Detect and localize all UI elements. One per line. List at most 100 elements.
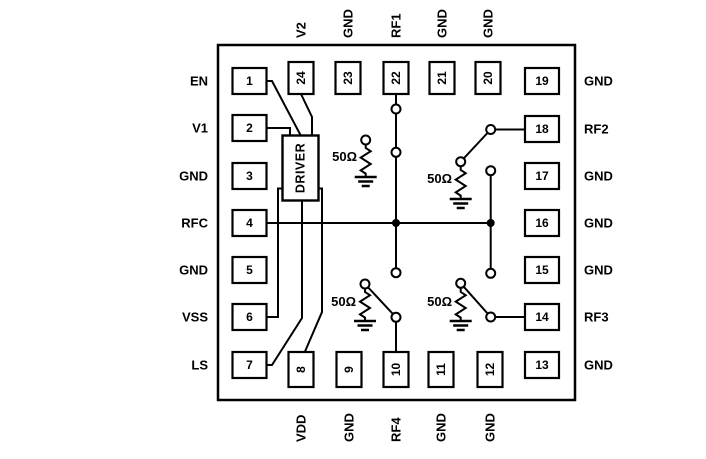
pin-label-gnd-13: GND bbox=[584, 358, 613, 373]
driver-box bbox=[281, 134, 320, 202]
pin-21-box bbox=[428, 60, 456, 96]
pin-label-rf3: RF3 bbox=[584, 310, 609, 325]
rf1-termination-resistor bbox=[354, 144, 377, 188]
pin-label-gnd-23: GND bbox=[341, 9, 356, 38]
resistor-zigzag bbox=[358, 288, 372, 320]
rf3-shunt-contact bbox=[455, 277, 467, 289]
rf4-termination-label: 50Ω bbox=[331, 294, 356, 309]
pin-label-v2: V2 bbox=[294, 22, 309, 38]
pin-23-box bbox=[334, 60, 362, 96]
ground-icon bbox=[354, 319, 376, 332]
ground-icon bbox=[354, 175, 377, 188]
pin-7-box bbox=[231, 350, 268, 380]
rf3-switch-contact bbox=[485, 311, 497, 323]
pin-9: 9 bbox=[335, 350, 363, 389]
pin-5: 5 bbox=[231, 255, 268, 285]
rf2-trunk-contact bbox=[485, 165, 497, 177]
pin-label-gnd-17: GND bbox=[584, 169, 613, 184]
pin-19-number: 19 bbox=[535, 74, 549, 88]
pin-17-box bbox=[523, 161, 561, 191]
rf2-shunt-contact bbox=[455, 156, 467, 168]
pin-label-gnd-12: GND bbox=[483, 413, 498, 442]
rf2-termination-label: 50Ω bbox=[427, 171, 452, 186]
pin-19-box bbox=[523, 66, 561, 96]
driver-block: DRIVER bbox=[281, 134, 320, 202]
pin-7-number: 7 bbox=[246, 358, 253, 372]
pin-label-gnd-21: GND bbox=[435, 9, 450, 38]
pin-label-rf1: RF1 bbox=[389, 13, 404, 38]
pin-5-box bbox=[231, 255, 268, 285]
chip-outline bbox=[216, 43, 577, 402]
pin-15-box bbox=[523, 255, 561, 285]
rf3-termination-label: 50Ω bbox=[427, 294, 452, 309]
pin-label-ls: LS bbox=[191, 358, 208, 373]
v2-wire bbox=[300, 93, 313, 136]
pin-label-vdd: VDD bbox=[294, 415, 309, 442]
pin-12: 12 bbox=[476, 350, 504, 389]
en-wire bbox=[266, 80, 302, 137]
pin-9-number: 9 bbox=[342, 366, 356, 373]
pin-18: 18 bbox=[523, 114, 561, 144]
pin-10-box bbox=[382, 350, 410, 389]
rf3-trunk-contact bbox=[485, 267, 497, 279]
v1-wire bbox=[266, 127, 291, 136]
rf3-switch-arm bbox=[459, 282, 492, 318]
rf1-termination-label: 50Ω bbox=[332, 149, 357, 164]
pin-16-number: 16 bbox=[535, 216, 549, 230]
pin-14: 14 bbox=[523, 302, 561, 332]
rf4-trunk-contact bbox=[390, 267, 402, 279]
pin-3-box bbox=[231, 161, 268, 191]
pin-4-box bbox=[231, 208, 268, 238]
pin-18-box bbox=[523, 114, 561, 144]
pin-label-rfc: RFC bbox=[181, 216, 208, 231]
pin-13-number: 13 bbox=[535, 358, 549, 372]
pin-4: 4 bbox=[231, 208, 268, 238]
pin-10: 10 bbox=[382, 350, 410, 389]
pin-label-en: EN bbox=[190, 74, 208, 89]
rf1-switch-contact-bottom bbox=[390, 146, 402, 158]
pin-label-rf4: RF4 bbox=[389, 417, 404, 442]
pin-2: 2 bbox=[231, 113, 268, 143]
trunk-junction-dot-right bbox=[486, 219, 495, 227]
pin-20: 20 bbox=[474, 60, 502, 96]
ground-icon bbox=[449, 319, 472, 332]
pin-17: 17 bbox=[523, 161, 561, 191]
pin-label-vss: VSS bbox=[182, 310, 208, 325]
pin-label-gnd-15: GND bbox=[584, 263, 613, 278]
pin-21: 21 bbox=[428, 60, 456, 96]
pin-3: 3 bbox=[231, 161, 268, 191]
rf2-switch-arm bbox=[459, 128, 492, 163]
vdd-wire bbox=[304, 187, 323, 352]
rf2-switch-contact bbox=[485, 124, 497, 135]
pin-20-number: 20 bbox=[481, 71, 495, 85]
pin-1-box bbox=[231, 66, 268, 96]
pin-24-box bbox=[287, 60, 315, 96]
pin-15-number: 15 bbox=[535, 263, 549, 277]
pin-1: 1 bbox=[231, 66, 268, 96]
pin-label-v1: V1 bbox=[192, 121, 208, 136]
pin-label-gnd-11: GND bbox=[434, 413, 449, 442]
pin-3-number: 3 bbox=[246, 169, 253, 183]
pin-4-number: 4 bbox=[246, 216, 253, 230]
pin-13: 13 bbox=[523, 350, 561, 380]
pin-5-number: 5 bbox=[246, 263, 253, 277]
rf4-shunt-contact bbox=[359, 278, 371, 290]
rf2-termination-resistor bbox=[449, 166, 472, 210]
pin-14-box bbox=[523, 302, 561, 332]
pin-18-number: 18 bbox=[535, 122, 549, 136]
pin-2-number: 2 bbox=[246, 121, 253, 135]
pin-6-box bbox=[231, 302, 268, 332]
pin-16-box bbox=[523, 208, 561, 238]
pin-15: 15 bbox=[523, 255, 561, 285]
pin-12-box bbox=[476, 350, 504, 389]
rf3-termination-resistor bbox=[449, 287, 472, 332]
pin-9-box bbox=[335, 350, 363, 389]
pin-label-rf2: RF2 bbox=[584, 122, 609, 137]
resistor-zigzag bbox=[453, 287, 468, 320]
rf4-switch-contact bbox=[390, 311, 402, 323]
pin-label-gnd-5: GND bbox=[179, 263, 208, 278]
pin-10-number: 10 bbox=[389, 363, 403, 377]
trunk-junction-dot-left bbox=[392, 219, 400, 227]
driver-label: DRIVER bbox=[294, 143, 308, 193]
